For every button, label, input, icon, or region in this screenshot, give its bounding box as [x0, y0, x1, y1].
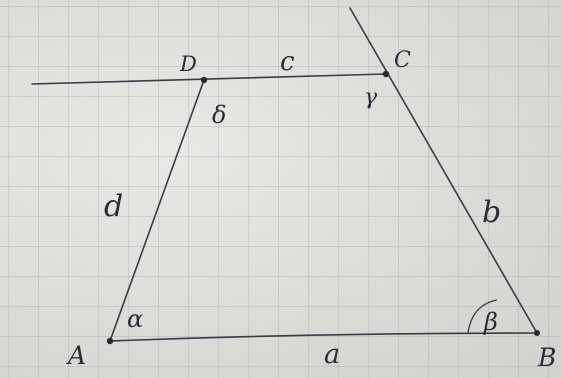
- vertex-a-label: A: [66, 341, 86, 370]
- side-ab: [109, 332, 538, 342]
- line-dc-extended: [31, 73, 387, 85]
- angle-b-label: β: [483, 308, 498, 336]
- vertex-a-point: [106, 337, 114, 345]
- side-dc-label: c: [280, 47, 295, 77]
- angle-c-label: γ: [364, 85, 378, 110]
- vertex-d-point: [200, 76, 208, 84]
- vertex-b-label: B: [537, 343, 556, 372]
- angle-d-label: δ: [212, 101, 226, 129]
- vertex-c-label: C: [394, 48, 411, 73]
- angle-arc-b: [467, 299, 498, 334]
- line-bc-extended: [349, 7, 538, 334]
- side-bc-label: b: [482, 195, 501, 230]
- vertex-b-point: [534, 330, 540, 336]
- side-ab-label: a: [324, 339, 340, 370]
- vertex-d-label: D: [179, 52, 197, 76]
- side-ad-label: d: [104, 189, 123, 224]
- angle-a-label: α: [127, 305, 143, 333]
- vertex-c-point: [382, 70, 390, 78]
- side-ad: [109, 79, 205, 342]
